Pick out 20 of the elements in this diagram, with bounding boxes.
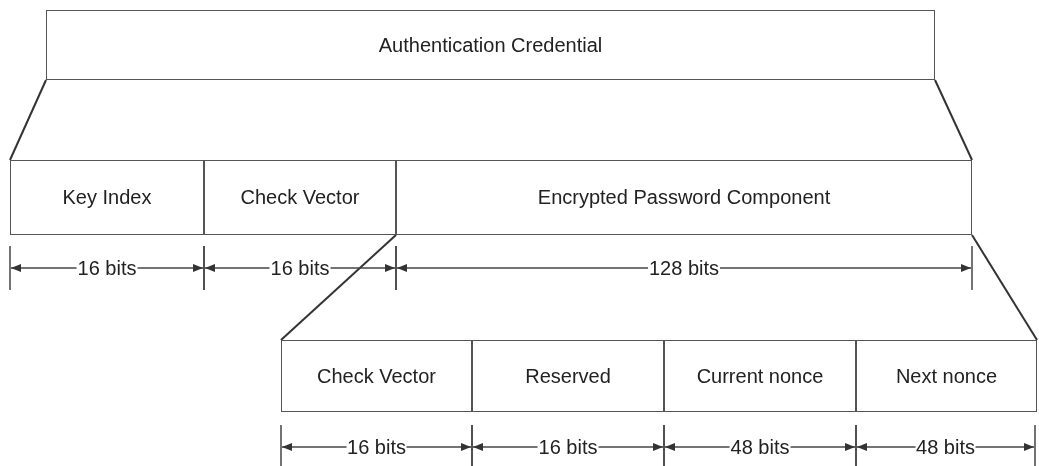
field-label: Check Vector: [317, 364, 436, 388]
field-label: Authentication Credential: [378, 33, 603, 57]
field-box: [664, 340, 856, 412]
expansion-line: [971, 234, 1038, 341]
field-box: [204, 160, 396, 235]
field-box: [46, 10, 935, 80]
field-label: Current nonce: [696, 364, 824, 388]
field-label: Next nonce: [895, 364, 998, 388]
field-box: [472, 340, 664, 412]
field-box: [856, 340, 1037, 412]
field-box: [281, 340, 472, 412]
field-label: Reserved: [525, 364, 611, 388]
expansion-line: [934, 79, 973, 161]
expansion-line: [9, 79, 47, 161]
field-label: Encrypted Password Component: [537, 186, 831, 209]
field-box: [396, 160, 972, 235]
expansion-line: [280, 234, 397, 341]
field-label: Key Index: [62, 186, 152, 209]
field-box: [10, 160, 204, 235]
field-label: Check Vector: [240, 186, 360, 209]
